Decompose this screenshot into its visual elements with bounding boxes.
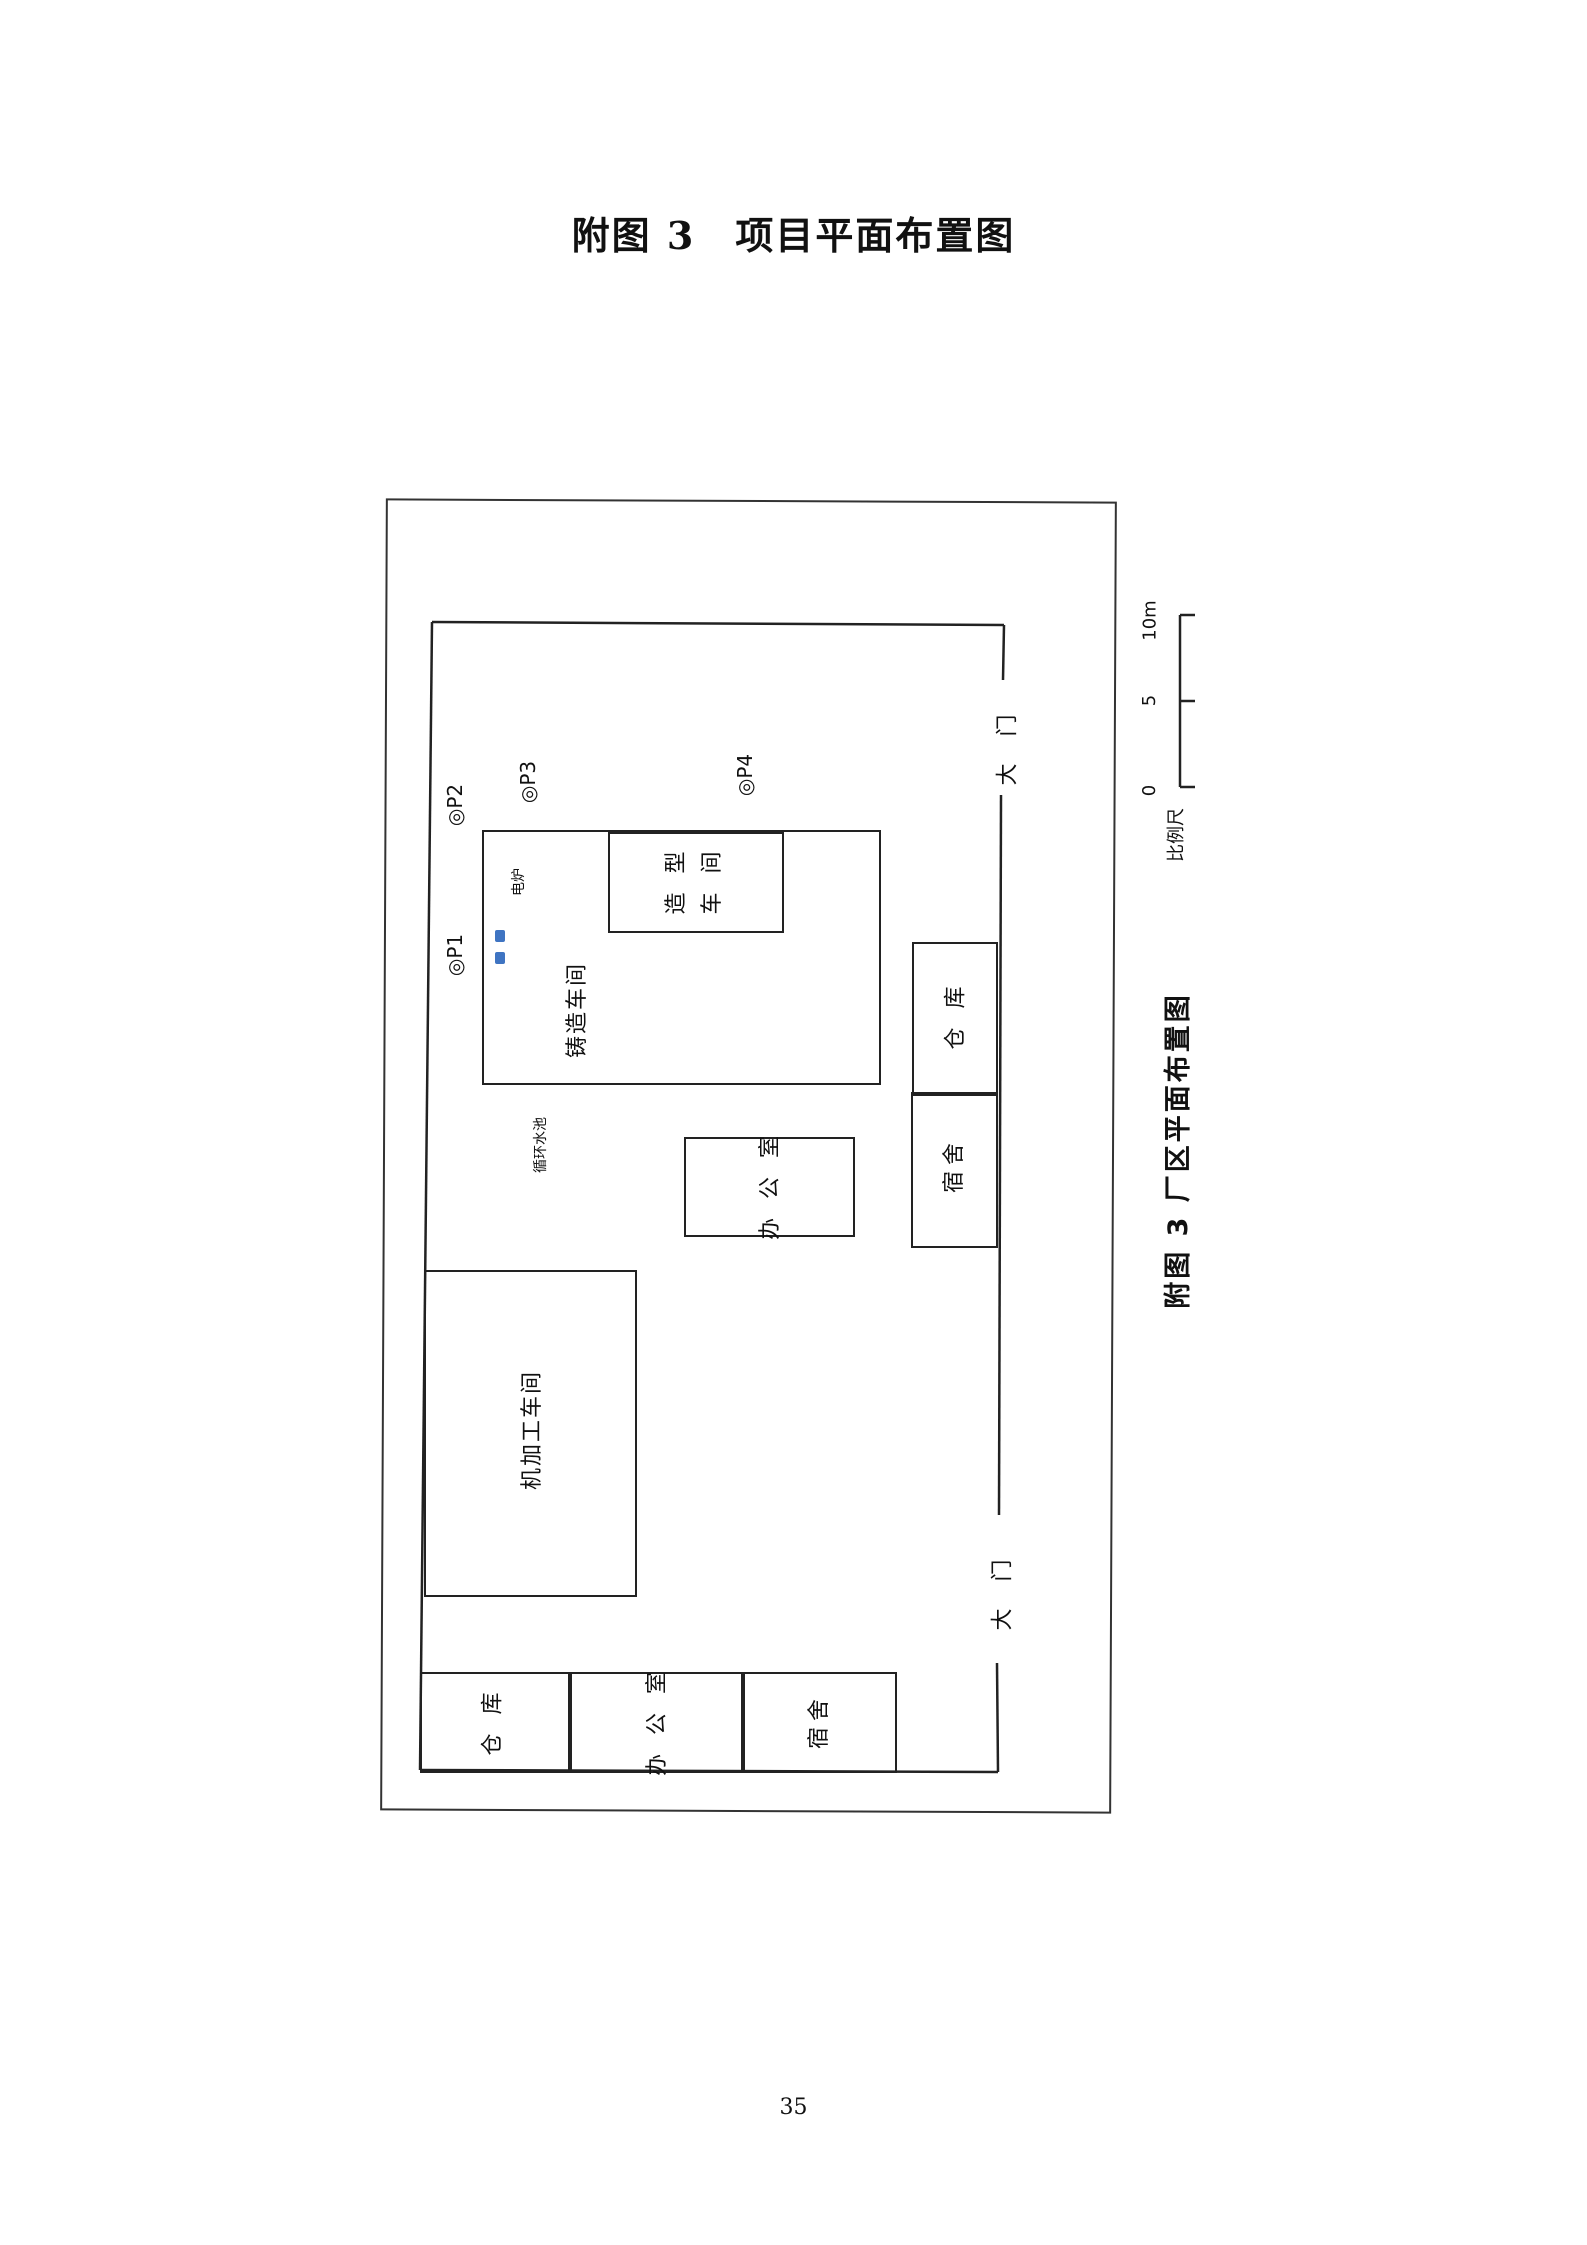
machining-workshop-label-wrap: 机加工车间 [470, 1345, 590, 1515]
casting-workshop [482, 830, 881, 1085]
point-p4-wrap: ◎P4 [720, 745, 770, 805]
gate-bottom-wrap: 大 门 [970, 1545, 1030, 1635]
boundary-right-3 [995, 1662, 1000, 1773]
warehouse-bottom-label: 仓 库 [480, 1686, 505, 1756]
scale-tick-5-wrap: 5 [1125, 680, 1175, 720]
casting-workshop-label: 铸造车间 [564, 961, 590, 1059]
page-number: 35 [779, 2095, 808, 2120]
dormitory-bottom-label: 宿舍 [807, 1692, 833, 1750]
furnace-marker-2 [495, 952, 505, 964]
circulating-pool-label-wrap: 循环水池 [510, 1110, 570, 1180]
office-bottom-label: 办 公 室 [645, 1666, 670, 1776]
monitoring-point-p4: ◎P4 [733, 753, 757, 797]
molding-workshop-label: 造 型 车 间 [664, 845, 725, 915]
office-bottom-label-wrap: 办 公 室 [580, 1666, 730, 1776]
furnace-label-wrap: 电炉 [498, 862, 538, 902]
monitoring-point-p1: ◎P1 [443, 933, 467, 977]
dormitory-right-label: 宿舍 [941, 1136, 967, 1194]
furnace-label: 电炉 [511, 868, 527, 896]
page-title: 附图 3 项目平面布置图 [571, 213, 1016, 258]
molding-workshop [608, 832, 784, 933]
dormitory-right-label-wrap: 宿舍 [914, 1110, 990, 1220]
dormitory-bottom [741, 1672, 897, 1773]
scale-tick-0: 0 [1139, 784, 1161, 796]
point-p3-wrap: ◎P3 [503, 752, 553, 812]
gate-top-wrap: 大 门 [975, 700, 1035, 790]
point-p1-wrap: ◎P1 [430, 925, 480, 985]
dormitory-right [911, 1092, 998, 1248]
casting-workshop-label-wrap: 铸造车间 [520, 960, 630, 1060]
scale-tick-5: 5 [1139, 694, 1161, 706]
plan-caption-wrap: 附图 3 厂区平面布置图 [1120, 992, 1230, 1309]
scale-tick-10-wrap: 10m [1125, 595, 1175, 645]
molding-workshop-label-wrap: 造 型 车 间 [620, 835, 770, 925]
scale-bar [1178, 613, 1195, 789]
warehouse-right [912, 942, 998, 1096]
circulating-pool-label: 循环水池 [533, 1117, 549, 1173]
machining-workshop-label: 机加工车间 [520, 1369, 546, 1491]
warehouse-bottom [420, 1672, 572, 1773]
boundary-top [431, 620, 1005, 627]
plan-caption: 附图 3 厂区平面布置图 [1162, 991, 1194, 1309]
warehouse-right-label-wrap: 仓 库 [915, 960, 991, 1070]
boundary-left [418, 621, 434, 1771]
dormitory-bottom-label-wrap: 宿舍 [760, 1676, 875, 1766]
boundary-right-2 [997, 794, 1003, 1516]
office-bottom [568, 1672, 745, 1773]
monitoring-point-p3: ◎P3 [516, 760, 540, 804]
scale-label-wrap: 比例尺 [1150, 800, 1200, 870]
gate-top-label: 大 门 [995, 704, 1020, 786]
furnace-marker-1 [495, 930, 505, 942]
point-p2-wrap: ◎P2 [430, 775, 480, 835]
warehouse-bottom-label-wrap: 仓 库 [430, 1676, 550, 1766]
scale-tick-10: 10m [1139, 599, 1161, 641]
office-center-label: 办 公 室 [757, 1130, 783, 1240]
scale-label: 比例尺 [1166, 808, 1187, 862]
monitoring-point-p2: ◎P2 [443, 783, 467, 827]
gate-bottom-label: 大 门 [990, 1549, 1015, 1631]
office-center-label-wrap: 办 公 室 [700, 1130, 835, 1240]
warehouse-right-label: 仓 库 [943, 980, 968, 1050]
office-center [684, 1137, 855, 1237]
machining-workshop [424, 1270, 637, 1597]
boundary-right-1 [1001, 624, 1006, 681]
